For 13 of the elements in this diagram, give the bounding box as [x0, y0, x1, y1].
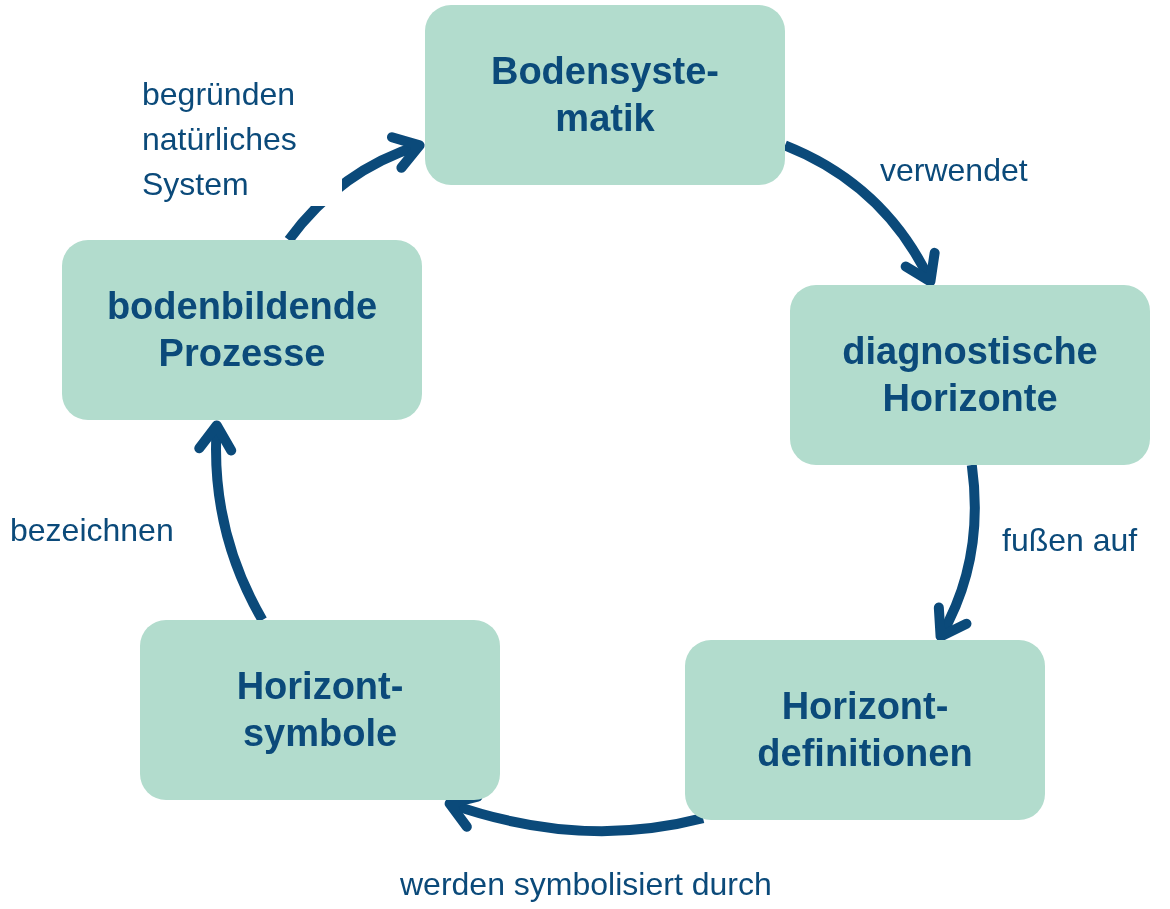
node-label: Bodensyste-matik [489, 48, 721, 141]
process-box [62, 240, 422, 420]
arrow [194, 420, 267, 623]
arrow [933, 464, 980, 642]
process-box [425, 5, 785, 185]
process-box [140, 620, 500, 800]
process-box [685, 640, 1045, 820]
node-label: diagnostische Horizonte [841, 328, 1099, 421]
node-label: bodenbildende Prozesse [105, 283, 379, 376]
node-label: Horizont-definitionen [756, 683, 974, 776]
arrow [783, 140, 939, 287]
node-label: Horizont-symbole [235, 663, 405, 756]
process-box [790, 285, 1150, 465]
